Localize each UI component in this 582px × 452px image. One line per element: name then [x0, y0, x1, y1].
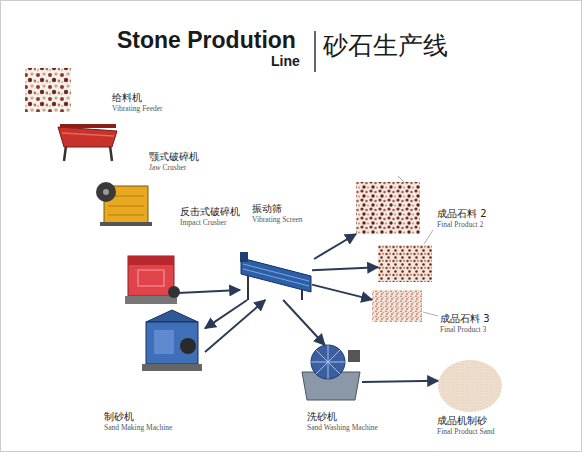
machine-node: 颚式破碎机Jaw Crusher — [100, 182, 152, 226]
machine-node: 给料机Vibrating Feeder — [58, 124, 118, 161]
machine-label: 成品机制砂Final Product Sand — [437, 414, 495, 437]
english-label: Final Product 3 — [440, 325, 490, 335]
chinese-label: 给料机 — [112, 91, 163, 104]
flow-arrow — [205, 300, 247, 328]
machine-node: 制砂机Sand Making Machine — [142, 310, 205, 371]
title-text: Stone Prodution — [117, 27, 296, 53]
machine-label: 成品石料 3Final Product 3 — [440, 312, 490, 335]
english-label: Sand Washing Machine — [307, 423, 378, 433]
machine-node: 反击式破碎机Impact Crusher — [125, 252, 178, 304]
flow-arrow — [205, 300, 265, 352]
machine-node: 振动筛Vibrating Screen — [240, 252, 312, 300]
chinese-label: 成品石料 3 — [440, 312, 490, 325]
chinese-label: 成品机制砂 — [437, 414, 495, 427]
machine-label: 成品石料 2Final Product 2 — [437, 207, 487, 230]
chinese-label: 成品石料 2 — [437, 207, 487, 220]
flow-arrow — [178, 290, 240, 293]
chinese-label: 颚式破碎机 — [149, 150, 199, 163]
machine-node: 成品石料 2Final Product 2 — [378, 245, 432, 282]
machine-label: 颚式破碎机Jaw Crusher — [149, 150, 199, 173]
chinese-label: 振动筛 — [252, 202, 303, 215]
machine-node: 洗砂机Sand Washing Machine — [300, 345, 362, 401]
chinese-label: 制砂机 — [104, 410, 172, 423]
flow-arrow — [312, 267, 378, 270]
machine-label: 给料机Vibrating Feeder — [112, 91, 163, 114]
machine-label: 洗砂机Sand Washing Machine — [307, 410, 378, 433]
machine-node: 成品机制砂Final Product Sand — [438, 360, 502, 412]
machine-node: 成品石料 3Final Product 3 — [372, 290, 422, 322]
english-label: Sand Making Machine — [104, 423, 172, 433]
chinese-title: 砂石生产线 — [323, 31, 448, 61]
english-label: Final Product 2 — [437, 220, 487, 230]
english-label: Impact Crusher — [180, 218, 240, 228]
chinese-label: 洗砂机 — [307, 410, 378, 423]
title-line: Line — [271, 53, 300, 69]
chinese-label: 反击式破碎机 — [180, 205, 240, 218]
arrow — [314, 234, 356, 259]
english-label: Vibrating Feeder — [112, 104, 163, 114]
machine-label: 反击式破碎机Impact Crusher — [180, 205, 240, 228]
english-label: Vibrating Screen — [252, 215, 303, 225]
flow-arrow — [283, 300, 325, 345]
english-label: Final Product Sand — [437, 427, 495, 437]
flow-arrow — [362, 381, 438, 382]
english-label: Jaw Crusher — [149, 163, 199, 173]
machine-label: 制砂机Sand Making Machine — [104, 410, 172, 433]
flow-arrow — [312, 285, 372, 300]
machine-label: 振动筛Vibrating Screen — [252, 202, 303, 225]
